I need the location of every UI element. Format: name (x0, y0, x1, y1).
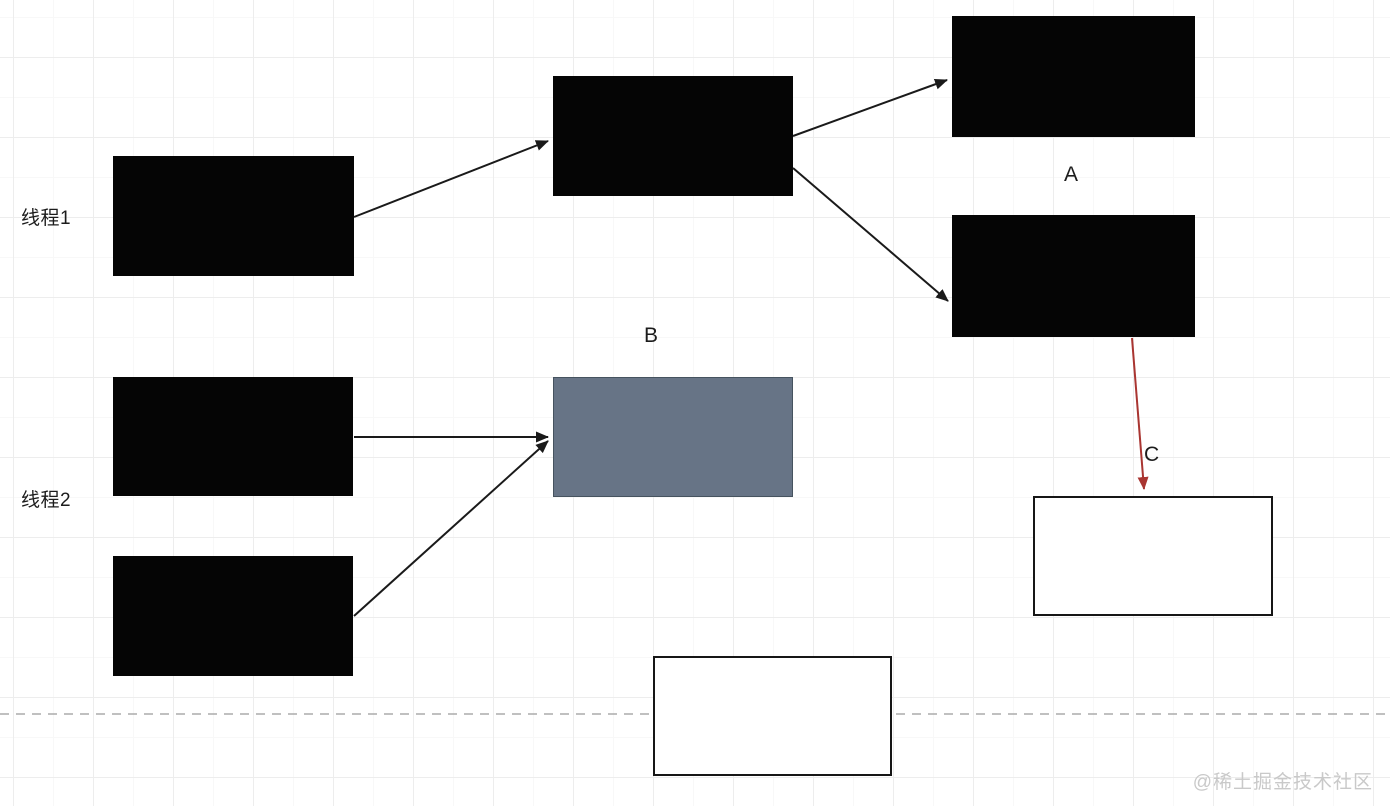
edge-merge-to-topright (792, 78, 948, 137)
edge-task-a-to-task-c (1131, 337, 1149, 490)
thread2-task2-node (113, 556, 353, 676)
label-a: A (1064, 163, 1079, 186)
lane-label-thread1: 线程1 (21, 208, 72, 229)
top-right-task-node (952, 16, 1195, 137)
label-b: B (644, 324, 659, 347)
edge-thread2b-to-task-b (353, 440, 549, 617)
task-c-node (1033, 496, 1273, 616)
thread2-task1-node (113, 377, 353, 496)
label-c: C (1144, 443, 1160, 466)
task-a-node (952, 215, 1195, 337)
task-b-node (553, 377, 793, 497)
merge-task-node (553, 76, 793, 196)
thread1-task-node (113, 156, 354, 276)
bottom-task-node (653, 656, 892, 776)
edge-thread1-to-merge (353, 140, 549, 218)
watermark-text: @稀土掘金技术社区 (1192, 772, 1373, 793)
lane-label-thread2: 线程2 (21, 490, 72, 511)
edge-merge-to-task-a (792, 167, 949, 302)
